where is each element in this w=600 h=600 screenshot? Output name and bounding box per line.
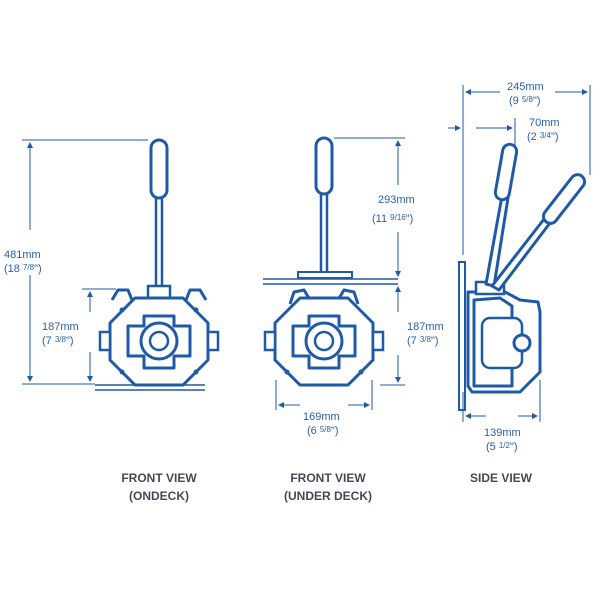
port-left-ud: [263, 330, 277, 352]
dim-245-inch: (9 5/8"): [509, 95, 541, 107]
bolt-br: [193, 369, 199, 375]
handle-grip: [149, 138, 169, 200]
bulkhead: [458, 261, 466, 411]
dim-245-mm: 245mm: [507, 81, 544, 93]
view-label-front-ondeck-1: FRONT VIEW: [121, 471, 197, 485]
bolt-tr: [193, 307, 199, 313]
deck-plate: [297, 271, 353, 279]
dim-70-inch: (2 3/4"): [527, 131, 559, 143]
side-handle-tilted-grip: [541, 173, 587, 225]
handle-grip-ud: [314, 136, 334, 196]
dim-169-inch: (6 5/8"): [307, 425, 339, 437]
view-label-side: SIDE VIEW: [470, 471, 533, 485]
view-label-front-underdeck-2: (UNDER DECK): [284, 489, 372, 503]
side-handle-upright-grip: [493, 142, 519, 202]
dim-70-mm: 70mm: [529, 117, 560, 129]
dim-187ud-inch: (7 3/8"): [407, 335, 439, 347]
bolt-bl-ud: [284, 369, 290, 375]
front-view-underdeck-drawing: [263, 136, 405, 410]
dim-187-mm: 187mm: [42, 321, 79, 333]
bolt-tl: [119, 307, 125, 313]
bolt-bl: [119, 369, 125, 375]
dim-169-mm: 169mm: [303, 411, 340, 423]
mount-ear-left: [110, 288, 134, 301]
dim-481-mm: 481mm: [4, 249, 41, 261]
port-left: [98, 330, 112, 352]
dim-293-inch: (11 9/16"): [372, 213, 413, 225]
dim-293-mm: 293mm: [378, 194, 415, 206]
dim-481-inch: (18 7/8"): [4, 263, 42, 275]
handle-shaft-ud: [319, 183, 329, 279]
handle-shaft: [154, 188, 164, 292]
dim-139-mm: 139mm: [484, 427, 521, 439]
front-view-ondeck-drawing: [22, 138, 220, 391]
side-view-drawing: [448, 85, 591, 422]
dim-187-inch: (7 3/8"): [42, 335, 74, 347]
view-label-front-ondeck-2: (ONDECK): [129, 489, 189, 503]
side-hub: [512, 333, 532, 353]
port-right-ud: [371, 330, 385, 352]
center-hub: [148, 330, 170, 352]
bolt-br-ud: [358, 369, 364, 375]
dim-139-inch: (5 1/2"): [486, 441, 518, 453]
dimension-labels: 481mm (18 7/8") 187mm (7 3/8") 293mm (11…: [4, 81, 560, 453]
port-right: [206, 330, 220, 352]
dim-187ud-mm: 187mm: [407, 321, 444, 333]
view-label-front-underdeck-1: FRONT VIEW: [290, 471, 366, 485]
center-hub-ud: [313, 330, 335, 352]
view-labels: FRONT VIEW (ONDECK) FRONT VIEW (UNDER DE…: [121, 471, 532, 503]
mount-ear-right: [184, 288, 208, 301]
